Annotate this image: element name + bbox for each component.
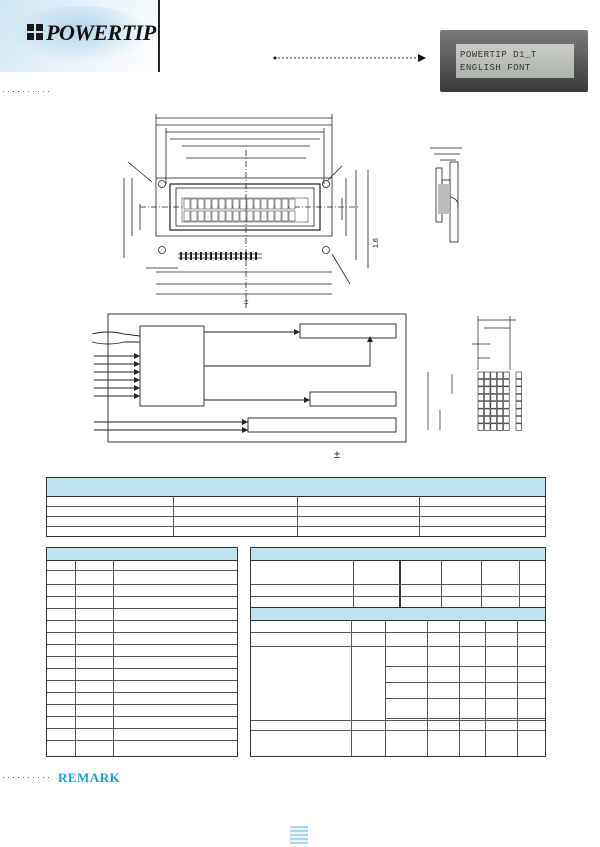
ratings-table-header — [251, 548, 545, 561]
dot-cell — [477, 408, 484, 416]
dot-cell — [477, 371, 484, 379]
pin-table — [46, 547, 238, 757]
dot-cell — [490, 386, 497, 394]
dot-cell — [515, 379, 522, 387]
dot-cell — [477, 416, 484, 424]
dot-cell — [484, 379, 491, 387]
mechanical-drawing-side — [430, 147, 462, 243]
dot-cell — [503, 408, 510, 416]
spec-table-wide — [46, 477, 546, 537]
dot-cell — [503, 386, 510, 394]
dot-cell — [503, 393, 510, 402]
header-divider — [158, 0, 160, 72]
dot-cell — [515, 423, 522, 431]
dot-cell — [484, 371, 491, 379]
dot-cell — [484, 393, 491, 402]
dot-cell — [515, 386, 522, 394]
dot-cell — [503, 416, 510, 424]
dot-cell — [484, 401, 491, 409]
dot-cell — [515, 371, 522, 379]
dot-cell — [496, 371, 504, 379]
dot-cell — [515, 408, 522, 416]
dot-cell — [484, 423, 491, 431]
dot-cell — [484, 408, 491, 416]
dot-cell — [503, 379, 510, 387]
dot-cell — [496, 393, 504, 402]
dot-cell — [496, 379, 504, 387]
dot-cell — [496, 416, 504, 424]
dot-cell — [490, 393, 497, 402]
electrical-table-header — [251, 608, 545, 621]
remark-title: REMARK — [58, 770, 121, 785]
dim-plusminus-top: ± — [244, 297, 249, 306]
dot-cell — [484, 416, 491, 424]
lcd-window: POWERTIP D1_T ENGLISH FONT — [456, 44, 574, 78]
dot-cell — [503, 401, 510, 409]
ratings-table — [250, 547, 546, 609]
dot-cell — [496, 408, 504, 416]
dot-cell — [515, 393, 522, 402]
dot-cell — [490, 408, 497, 416]
header-dots: ·········· — [2, 86, 52, 96]
electrical-table — [250, 607, 546, 757]
photo-pointer-arrow — [273, 54, 426, 62]
dot-cell — [490, 423, 497, 431]
pin-table-header — [47, 548, 237, 561]
dot-cell — [477, 379, 484, 387]
brand-name: POWERTIP — [46, 20, 156, 45]
dot-cell — [490, 416, 497, 424]
dot-cell — [503, 423, 510, 431]
dot-cell — [477, 423, 484, 431]
dot-cell — [477, 386, 484, 394]
page-grid-icon — [290, 826, 308, 844]
lcd-module-photo: POWERTIP D1_T ENGLISH FONT — [440, 30, 588, 92]
lcd-line-1: POWERTIP D1_T — [460, 50, 537, 60]
spec-table-wide-header — [47, 478, 545, 497]
powertip-logo-icon — [27, 24, 43, 40]
dot-cell — [496, 401, 504, 409]
dot-matrix-detail — [427, 316, 522, 431]
dot-cell — [484, 386, 491, 394]
dot-cell — [515, 401, 522, 409]
dot-cell — [496, 423, 504, 431]
dot-cell — [490, 379, 497, 387]
dot-cell — [477, 401, 484, 409]
dot-cell — [490, 371, 497, 379]
remark-dots: ·········· — [2, 772, 52, 782]
logo-background — [0, 0, 160, 72]
dot-cell — [490, 401, 497, 409]
dot-cell — [477, 393, 484, 402]
block-diagram — [91, 313, 407, 443]
dot-cell — [496, 386, 504, 394]
dim-plusminus-bottom: ± — [334, 449, 341, 461]
dot-cell — [515, 416, 522, 424]
dot-cell — [503, 371, 510, 379]
mechanical-drawing-front: 1.6 ± — [123, 114, 380, 308]
lcd-line-2: ENGLISH FONT — [460, 63, 531, 73]
dim-1-6: 1.6 — [373, 238, 380, 248]
